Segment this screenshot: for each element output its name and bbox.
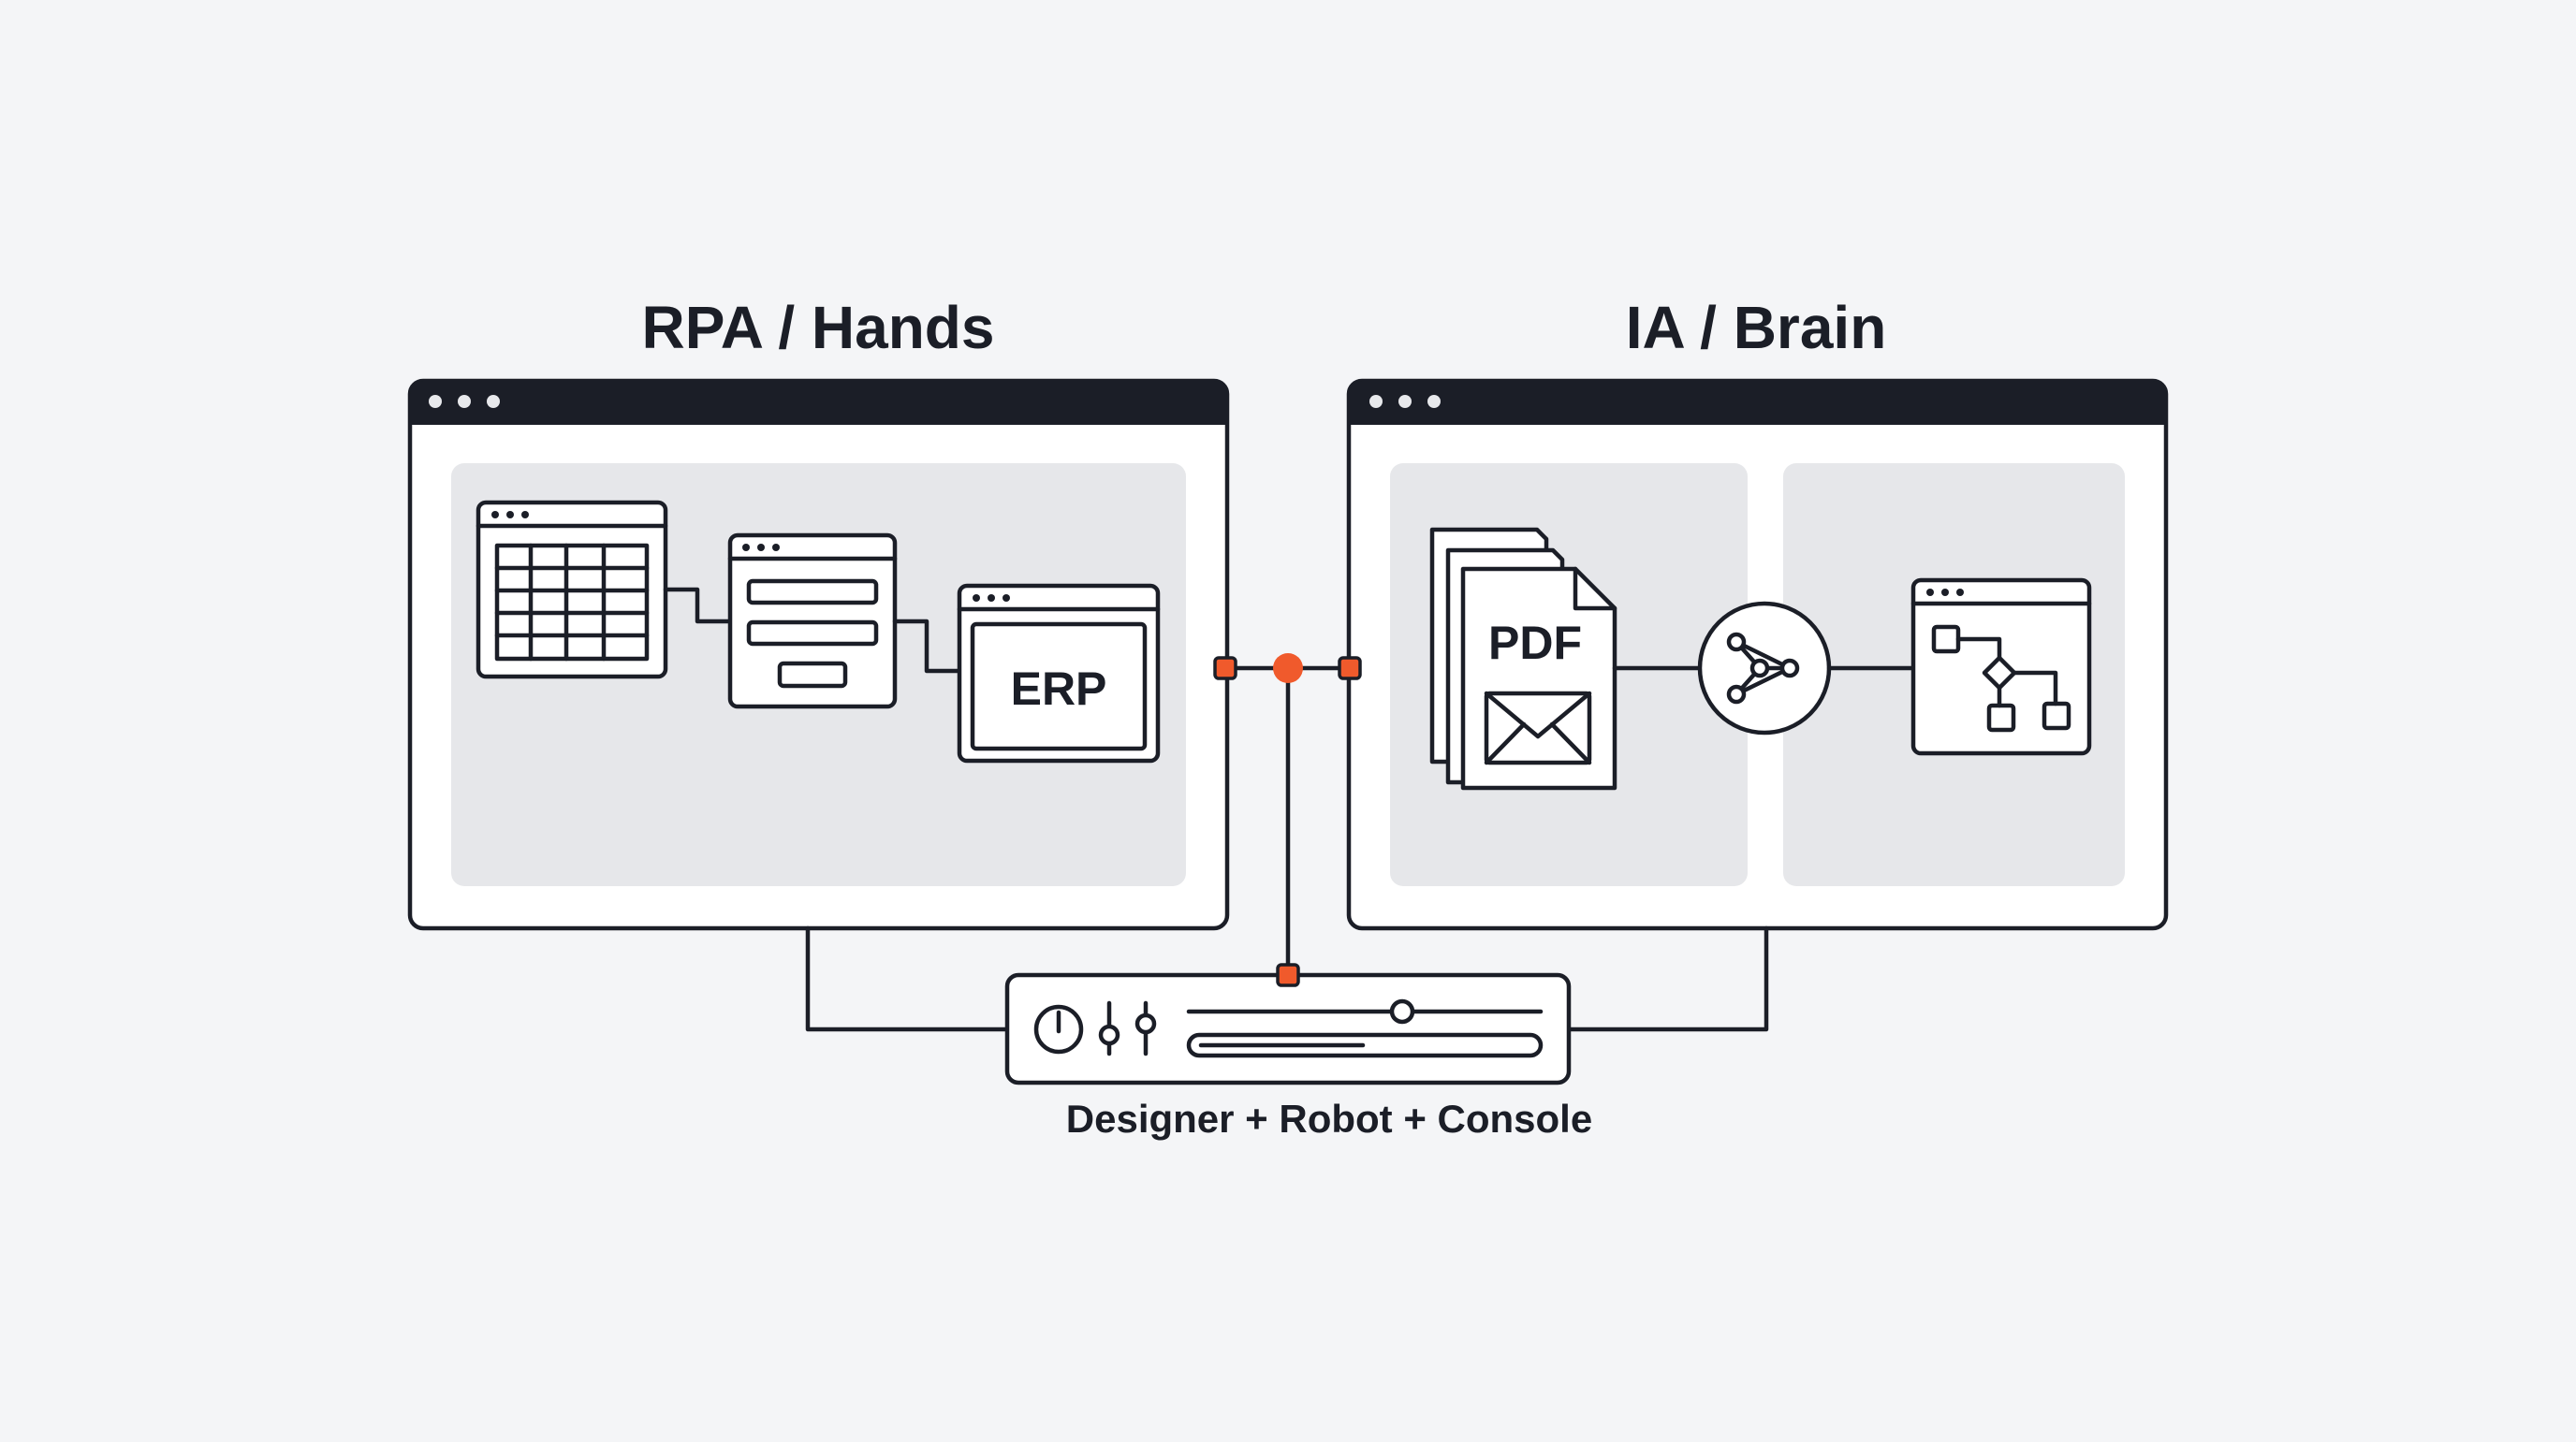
right-title: IA / Brain bbox=[1626, 294, 1887, 361]
center-junction-dot bbox=[1273, 653, 1303, 683]
form-window-icon bbox=[727, 532, 898, 709]
envelope-icon bbox=[1484, 691, 1592, 765]
left-title: RPA / Hands bbox=[642, 294, 995, 361]
erp-window-icon: ERP bbox=[957, 583, 1161, 764]
slider-handle[interactable] bbox=[1389, 998, 1415, 1025]
workflow-window-icon bbox=[1910, 577, 2092, 756]
pdf-label: PDF bbox=[1488, 617, 1582, 669]
console-junction-marker bbox=[1276, 963, 1300, 987]
erp-label: ERP bbox=[1011, 663, 1107, 715]
slider-track[interactable] bbox=[1186, 998, 1544, 1025]
ia-junction-marker bbox=[1338, 656, 1362, 680]
console-caption: Designer + Robot + Console bbox=[1066, 1097, 1592, 1141]
spreadsheet-window-icon bbox=[476, 500, 668, 679]
connector-sheet-form bbox=[663, 587, 733, 624]
rpa-junction-marker bbox=[1213, 656, 1237, 680]
ai-network-node-icon bbox=[1697, 601, 1832, 736]
rpa-to-console-link bbox=[805, 925, 1010, 1032]
power-icon[interactable] bbox=[1033, 1004, 1084, 1055]
connector-form-erp bbox=[892, 619, 962, 674]
console-panel bbox=[1004, 972, 1572, 1085]
progress-bar bbox=[1186, 1032, 1544, 1058]
ia-to-console-link bbox=[1566, 925, 1769, 1032]
sliders-icon[interactable] bbox=[1098, 1000, 1157, 1056]
